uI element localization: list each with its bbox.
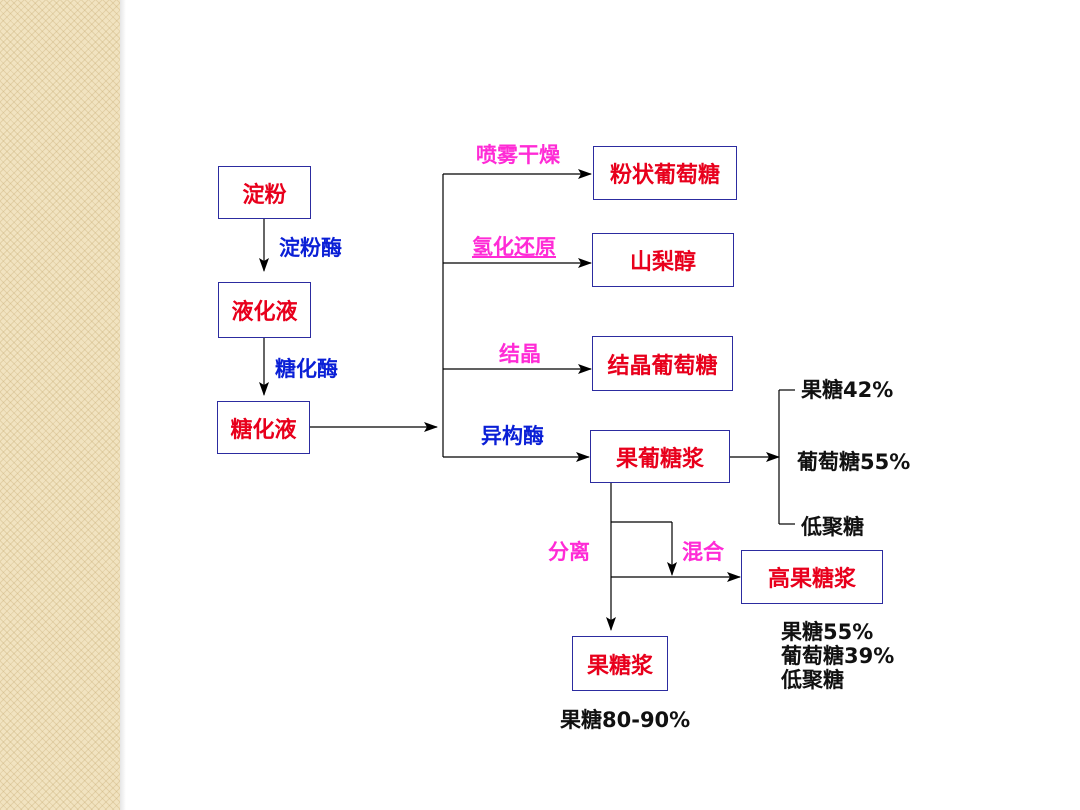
high-fructose-composition-oligosaccharide: 低聚糖 — [781, 668, 844, 692]
node-fructose-syrup: 果糖浆 — [572, 636, 668, 691]
node-crystal-glucose: 结晶葡萄糖 — [592, 336, 733, 391]
high-fructose-composition-glucose: 葡萄糖39% — [781, 644, 895, 668]
node-saccharified: 糖化液 — [217, 401, 310, 454]
label-separation: 分离 — [548, 540, 590, 564]
hfcs-composition-fructose: 果糖42% — [801, 378, 894, 402]
hfcs-composition-oligosaccharide: 低聚糖 — [801, 515, 864, 539]
fructose-syrup-composition: 果糖80-90% — [560, 708, 691, 732]
node-powder-glucose: 粉状葡萄糖 — [593, 146, 737, 200]
high-fructose-composition-fructose: 果糖55% — [781, 620, 874, 644]
decorative-side-strip — [0, 0, 120, 810]
high-fructose-composition: 果糖55% 葡萄糖39% 低聚糖 — [781, 620, 894, 692]
label-amylase: 淀粉酶 — [279, 236, 342, 260]
node-liquefied: 液化液 — [218, 282, 311, 338]
label-spray-dry: 喷雾干燥 — [476, 143, 560, 167]
node-sorbitol: 山梨醇 — [592, 233, 734, 287]
label-mixing: 混合 — [682, 540, 724, 564]
node-hfcs: 果葡糖浆 — [590, 430, 730, 483]
node-high-fructose: 高果糖浆 — [741, 550, 883, 604]
label-isomerase: 异构酶 — [481, 424, 544, 448]
label-crystallization: 结晶 — [499, 342, 541, 366]
node-starch: 淀粉 — [218, 166, 311, 219]
hfcs-composition-glucose: 葡萄糖55% — [797, 450, 911, 474]
label-glucoamylase: 糖化酶 — [275, 357, 338, 381]
side-strip-shadow — [120, 0, 126, 810]
label-hydrogenation: 氢化还原 — [472, 235, 556, 259]
